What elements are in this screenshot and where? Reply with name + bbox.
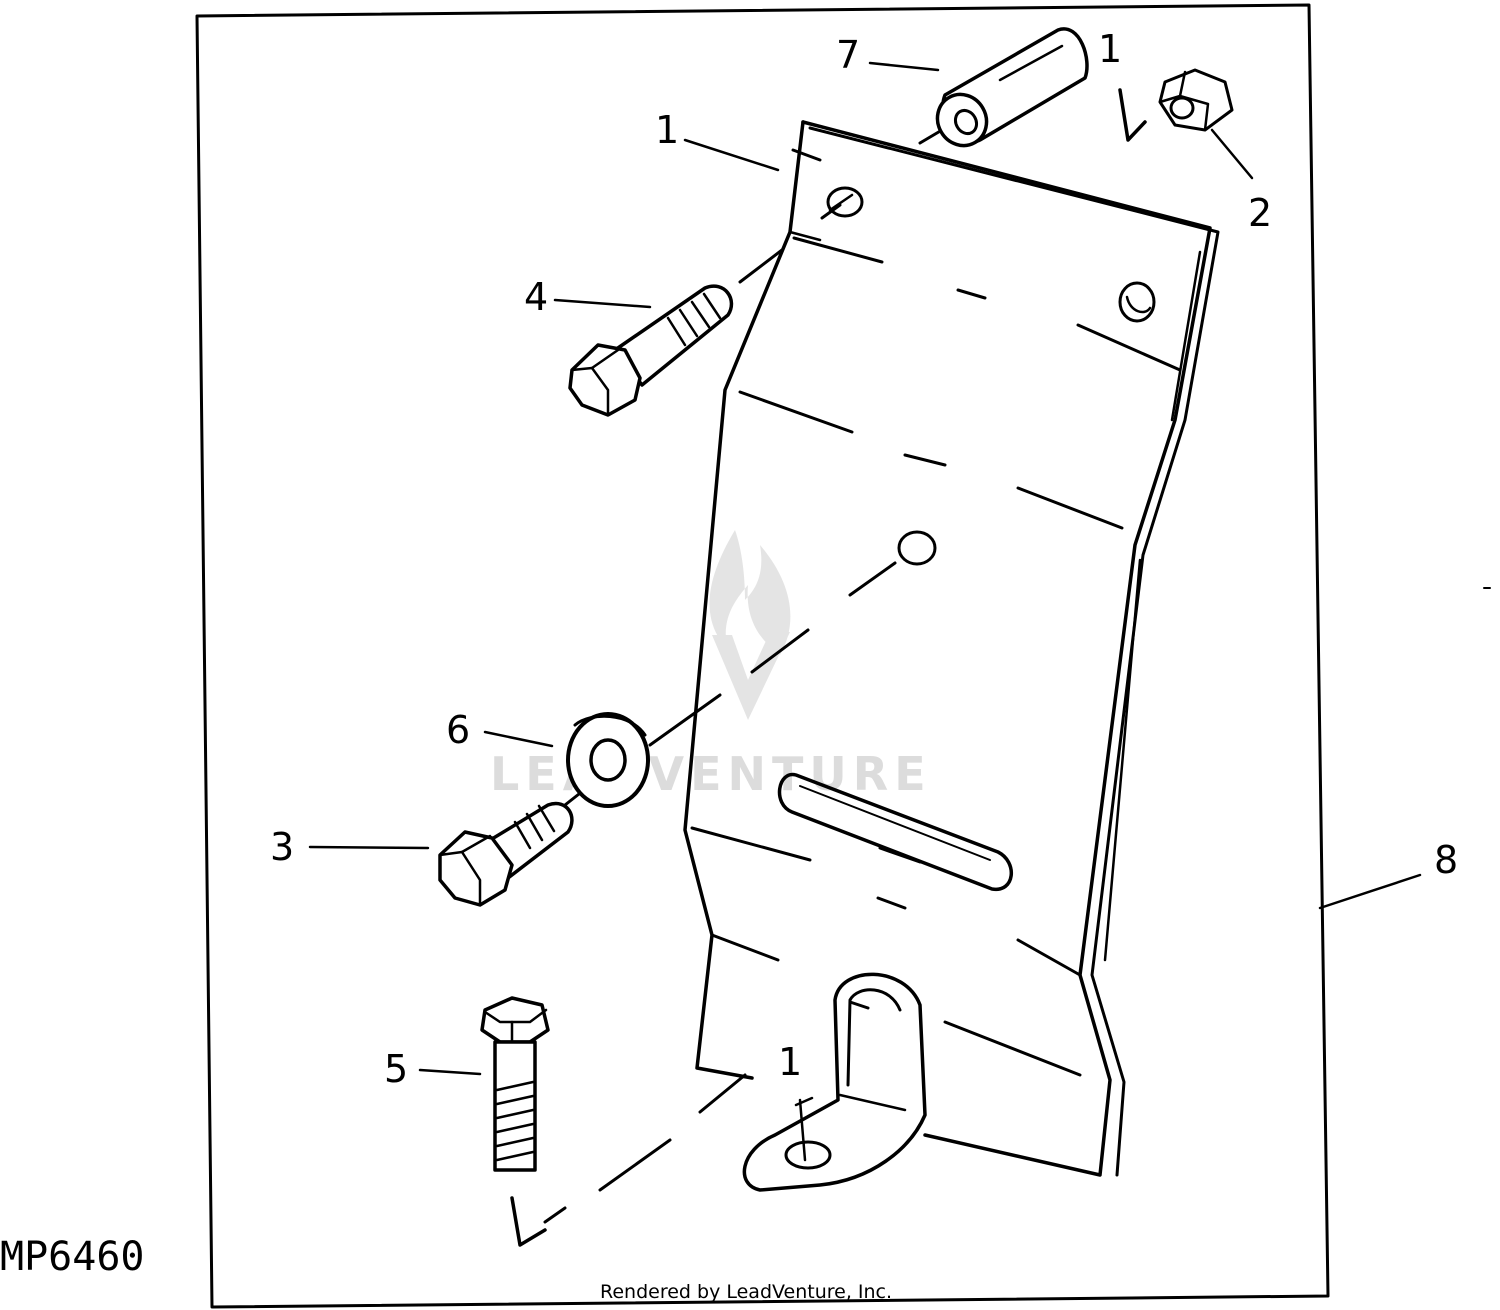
upper-cap-screw xyxy=(568,284,734,417)
assembly-mark-top-label: 1 xyxy=(1098,27,1122,71)
kit-frame xyxy=(195,3,1330,1309)
callout-1: 1 xyxy=(655,108,679,152)
callout-3: 3 xyxy=(270,825,294,869)
callout-6: 6 xyxy=(446,708,470,752)
assembly-mark-bottom-label: 1 xyxy=(778,1040,802,1084)
vertical-cap-screw xyxy=(480,996,550,1172)
callout-2: 2 xyxy=(1248,191,1272,235)
drawing-id: MP6460 xyxy=(0,1234,145,1280)
assembly-mark-top: 1 xyxy=(1098,27,1147,142)
assembly-mark-bottom: 1 xyxy=(510,1040,802,1247)
callout-4: 4 xyxy=(524,275,548,319)
callouts: 1 2 3 4 5 6 7 8 xyxy=(270,33,1458,1091)
callout-leaders xyxy=(308,61,1422,1076)
assembly-dashed-lines xyxy=(543,128,944,1224)
flat-washer xyxy=(566,712,650,808)
hex-nut xyxy=(1158,68,1234,132)
callout-7: 7 xyxy=(836,33,860,77)
mounting-bracket-plate xyxy=(683,120,1220,1192)
spacer-bushing xyxy=(935,27,1089,148)
watermark: LEADVENTURE xyxy=(490,530,932,801)
watermark-text: LEADVENTURE xyxy=(490,747,932,801)
lower-cap-screw xyxy=(438,801,574,907)
callout-8: 8 xyxy=(1434,838,1458,882)
callout-5: 5 xyxy=(384,1047,408,1091)
footer-credit: Rendered by LeadVenture, Inc. xyxy=(600,1281,892,1303)
